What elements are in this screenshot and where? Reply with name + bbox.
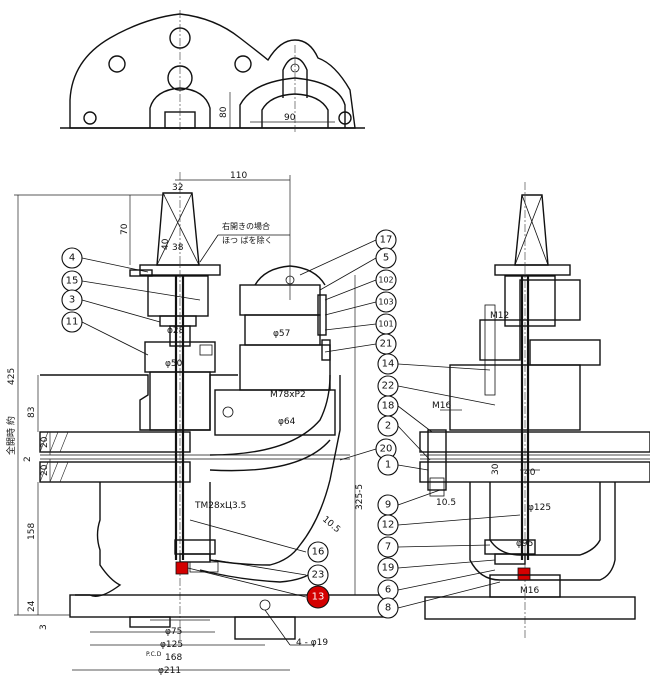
side-dim-phi125: φ125 — [528, 503, 551, 513]
dim-20a: 20 — [40, 436, 50, 448]
dim-phi28: φ28 — [167, 326, 185, 336]
balloon-23: 23 — [307, 564, 329, 586]
balloon-4: 4 — [61, 247, 83, 269]
dim-425: 425 — [7, 368, 17, 385]
svg-text:1: 1 — [385, 460, 391, 471]
top-dim-80: 80 — [219, 106, 229, 118]
svg-text:2: 2 — [385, 421, 391, 432]
svg-text:18: 18 — [382, 401, 395, 412]
dim-20b: 20 — [40, 464, 50, 476]
svg-text:21: 21 — [380, 339, 393, 350]
balloon-21: 21 — [375, 333, 397, 355]
svg-text:101: 101 — [378, 320, 393, 329]
note-line2: ほつ ばを除く — [222, 235, 273, 245]
dim-110: 110 — [230, 171, 247, 181]
dim-83: 83 — [27, 407, 37, 418]
svg-text:7: 7 — [385, 542, 391, 553]
dim-phi57: φ57 — [273, 329, 290, 339]
side-view: M12 M16 30 40 10.5 φ125 φ95 M16 — [419, 182, 650, 640]
svg-text:23: 23 — [312, 570, 325, 581]
dim-32: 32 — [172, 183, 183, 193]
balloon-18: 18 — [377, 395, 399, 417]
dim-2: 2 — [23, 456, 33, 462]
svg-text:8: 8 — [385, 603, 391, 614]
dim-24: 24 — [27, 600, 37, 612]
svg-text:12: 12 — [382, 520, 395, 531]
balloon-14: 14 — [377, 353, 399, 375]
side-dim-10-5: 10.5 — [436, 498, 456, 508]
dim-70: 70 — [120, 223, 130, 235]
svg-text:13: 13 — [312, 592, 325, 603]
side-dim-30: 30 — [491, 463, 501, 475]
dim-phi64: φ64 — [278, 417, 296, 427]
svg-text:11: 11 — [66, 317, 79, 328]
svg-text:19: 19 — [382, 563, 395, 574]
balloon-10-2: 102 — [375, 269, 397, 291]
svg-text:103: 103 — [378, 298, 393, 307]
dim-40: 40 — [161, 238, 171, 250]
dim-phi211: φ211 — [158, 666, 181, 676]
balloon-19: 19 — [377, 557, 399, 579]
balloon-8: 8 — [377, 597, 399, 619]
svg-text:4: 4 — [69, 253, 75, 264]
dim-phi125: φ125 — [160, 640, 183, 650]
balloon-3: 3 — [61, 289, 83, 311]
balloon-15: 15 — [61, 270, 83, 292]
side-dim-m16a: M16 — [432, 401, 451, 411]
dim-tm28: TM28xЦ3.5 — [194, 501, 246, 511]
side-dim-m12: M12 — [490, 311, 509, 321]
dim-total-label: 全開時 約 — [5, 416, 17, 455]
svg-text:6: 6 — [385, 585, 391, 596]
balloon-12: 12 — [377, 514, 399, 536]
svg-text:9: 9 — [385, 500, 391, 511]
side-dim-phi95: φ95 — [516, 539, 533, 549]
svg-text:22: 22 — [382, 381, 395, 392]
dim-325: 325-5 — [355, 484, 365, 510]
svg-text:5: 5 — [383, 253, 389, 264]
side-dim-m16b: M16 — [520, 586, 539, 596]
balloon-16: 16 — [307, 541, 329, 563]
balloon-17: 17 — [375, 229, 397, 251]
dim-158: 158 — [27, 523, 37, 540]
svg-text:16: 16 — [312, 547, 325, 558]
balloon-5: 5 — [375, 247, 397, 269]
balloon-2: 2 — [377, 415, 399, 437]
balloon-9: 9 — [377, 494, 399, 516]
balloon-22: 22 — [377, 375, 399, 397]
svg-text:20: 20 — [380, 444, 393, 455]
svg-text:15: 15 — [66, 276, 79, 287]
dim-holes: 4 - φ19 — [296, 638, 328, 648]
dim-3: 3 — [39, 624, 49, 630]
dim-phi50: φ50 — [165, 359, 183, 369]
svg-text:3: 3 — [69, 295, 75, 306]
balloon-6: 6 — [377, 579, 399, 601]
dim-168: 168 — [165, 653, 182, 663]
top-view: 80 90 — [60, 10, 365, 132]
side-dim-40: 40 — [524, 468, 536, 478]
svg-text:14: 14 — [382, 359, 395, 370]
dim-10-5: 10.5 — [320, 515, 342, 536]
part-balloons: 4 15 3 11 17 5 102 103 101 21 14 22 18 2… — [61, 229, 399, 619]
svg-text:17: 17 — [380, 235, 393, 246]
svg-text:102: 102 — [378, 276, 393, 285]
balloon-11: 11 — [61, 311, 83, 333]
balloon-13: 13 — [306, 585, 330, 609]
front-view: 32 110 70 40 38 φ28 φ50 φ57 M78xP2 φ64 全… — [5, 171, 391, 676]
balloon-10-3: 103 — [375, 291, 397, 313]
balloon-1: 1 — [377, 454, 399, 476]
balloon-7: 7 — [377, 536, 399, 558]
leader-lines — [81, 239, 521, 609]
note-line1: 右開きの場合 — [222, 221, 270, 231]
dim-phi75: φ75 — [165, 627, 182, 637]
dim-38: 38 — [172, 243, 184, 253]
top-dim-90: 90 — [284, 113, 296, 123]
dim-pcd: P.C.D — [146, 651, 162, 658]
balloon-10-1: 101 — [375, 313, 397, 335]
dim-m78: M78xP2 — [270, 390, 306, 400]
